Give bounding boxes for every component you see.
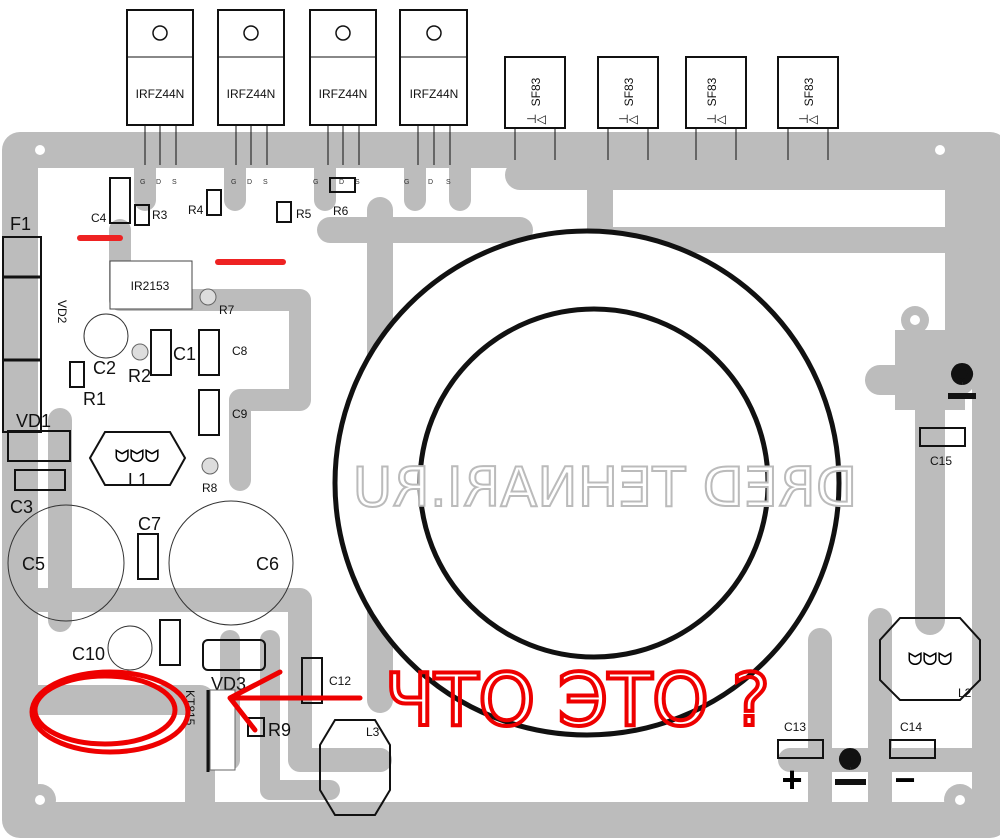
diode-label: SF83 [802, 77, 816, 106]
label-vd2: VD2 [55, 300, 69, 324]
part-label: IRFZ44N [227, 87, 276, 101]
label-c8: C8 [232, 344, 248, 358]
label-c2: C2 [93, 358, 116, 378]
diode-sf83-3[interactable]: SF83 ⊣◁ [685, 56, 747, 160]
inductor-coil-icon: ᗢᗢᗢ [908, 649, 953, 669]
label-c6: C6 [256, 554, 279, 574]
label-c3: C3 [10, 497, 33, 517]
transistor-q1[interactable]: IRFZ44N [126, 9, 194, 165]
ic-label: IR2153 [131, 279, 170, 293]
label-r9: R9 [268, 720, 291, 740]
label-c12: C12 [329, 674, 351, 688]
label-l2: L2 [958, 686, 972, 700]
toroid-transformer[interactable] [332, 228, 842, 738]
diode-sf83-4[interactable]: SF83 ⊣◁ [777, 56, 839, 160]
label-r2: R2 [128, 366, 151, 386]
label-c7: C7 [138, 514, 161, 534]
label-r6: R6 [333, 204, 349, 218]
transistor-q4[interactable]: IRFZ44N [399, 9, 468, 165]
label-c4: C4 [91, 211, 107, 225]
pin-label: D [339, 179, 344, 186]
pads [24, 134, 976, 816]
diode-icon: ⊣◁ [706, 112, 726, 126]
plus-terminal-label: + [781, 759, 802, 800]
diode-icon: ⊣◁ [526, 112, 546, 126]
label-f1: F1 [10, 214, 31, 234]
pin-label: S [355, 179, 360, 186]
part-label: IRFZ44N [319, 87, 368, 101]
ic-ir2153[interactable]: IR2153 [109, 260, 193, 310]
transistor-q2[interactable]: IRFZ44N [217, 9, 285, 165]
inductor-coil-icon: ᗢᗢᗢ [115, 446, 160, 466]
pin-label: D [247, 179, 252, 186]
diode-label: SF83 [622, 77, 636, 106]
label-r7: R7 [219, 303, 235, 317]
diode-label: SF83 [705, 77, 719, 106]
label-c10: C10 [72, 644, 105, 664]
ground-icon [835, 748, 866, 785]
red-annotation: ЧТО ЭТО ? [29, 656, 772, 755]
output-diodes: SF83 ⊣◁ SF83 ⊣◁ SF83 ⊣◁ SF83 ⊣◁ [504, 56, 839, 160]
diode-icon: ⊣◁ [798, 112, 818, 126]
diode-label: SF83 [529, 77, 543, 106]
label-l1: L1 [128, 470, 148, 490]
components: F1 VD2 C4 R3 R4 R5 R6 IR2153 R7 C2 R2 C1… [2, 177, 981, 816]
diode-sf83-2[interactable]: SF83 ⊣◁ [597, 56, 659, 160]
label-r1: R1 [83, 389, 106, 409]
minus-terminal-label: − [894, 759, 915, 800]
label-r4: R4 [188, 203, 204, 217]
pin-label: G [313, 179, 318, 186]
part-label: IRFZ44N [410, 87, 459, 101]
pin-label: S [446, 179, 451, 186]
part-label: IRFZ44N [136, 87, 185, 101]
pin-label: D [428, 179, 433, 186]
label-c1: C1 [173, 344, 196, 364]
diode-sf83-1[interactable]: SF83 ⊣◁ [504, 56, 566, 160]
label-c9: C9 [232, 407, 248, 421]
label-l3: L3 [366, 725, 380, 739]
annotation-text: ЧТО ЭТО ? [385, 658, 770, 742]
label-c13: C13 [784, 720, 806, 734]
ground-icon [948, 363, 976, 399]
pin-label: D [156, 179, 161, 186]
pin-label: S [263, 179, 268, 186]
label-c5: C5 [22, 554, 45, 574]
label-c15: C15 [930, 454, 952, 468]
label-vd1: VD1 [16, 411, 51, 431]
pin-label: G [404, 179, 409, 186]
pin-label: G [140, 179, 145, 186]
watermark: DRED TEHNARI.RU [353, 456, 858, 519]
label-r3: R3 [152, 208, 168, 222]
pin-label: G [231, 179, 236, 186]
transistor-q3[interactable]: IRFZ44N [309, 9, 377, 165]
label-c14: C14 [900, 720, 922, 734]
label-r5: R5 [296, 207, 312, 221]
pin-label: S [172, 179, 177, 186]
label-vd3: VD3 [211, 674, 246, 694]
transistors: IRFZ44N IRFZ44N IRFZ44N IRFZ44N G D S G … [126, 9, 468, 186]
label-r8: R8 [202, 481, 218, 495]
diode-icon: ⊣◁ [618, 112, 638, 126]
